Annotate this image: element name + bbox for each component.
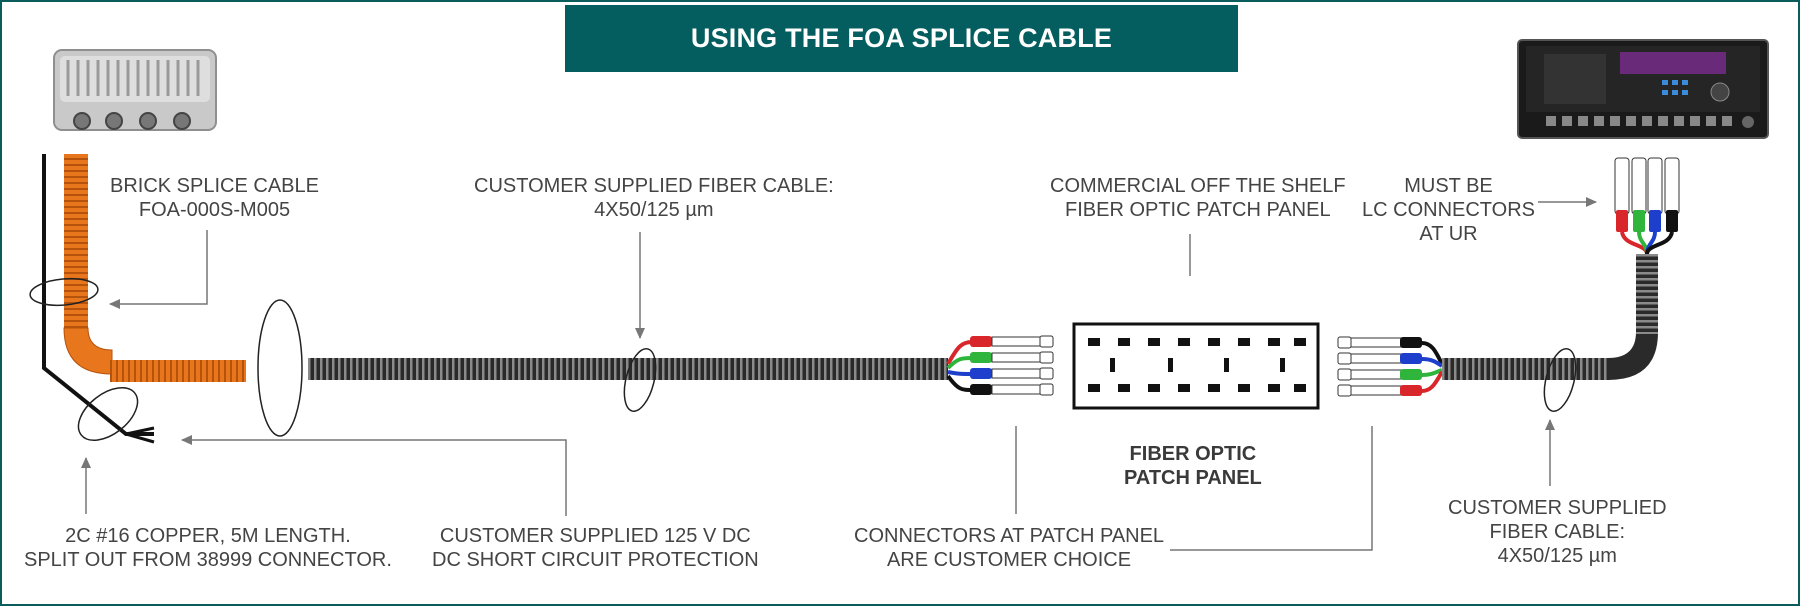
brick-device-icon: [53, 49, 217, 131]
patch-panel-icon: [1072, 322, 1320, 410]
left-fanout: [946, 335, 1054, 396]
lc-fanout: [1614, 157, 1680, 255]
right-fanout: [1337, 336, 1444, 397]
label-fiber-cable-top: CUSTOMER SUPPLIED FIBER CABLE:4X50/125 µ…: [474, 175, 834, 221]
diagram-title: USING THE FOA SPLICE CABLE: [565, 5, 1238, 72]
ur-relay-icon: [1517, 39, 1769, 139]
label-copper: 2C #16 COPPER, 5M LENGTH.SPLIT OUT FROM …: [24, 525, 392, 571]
splice-cable: [63, 154, 246, 382]
